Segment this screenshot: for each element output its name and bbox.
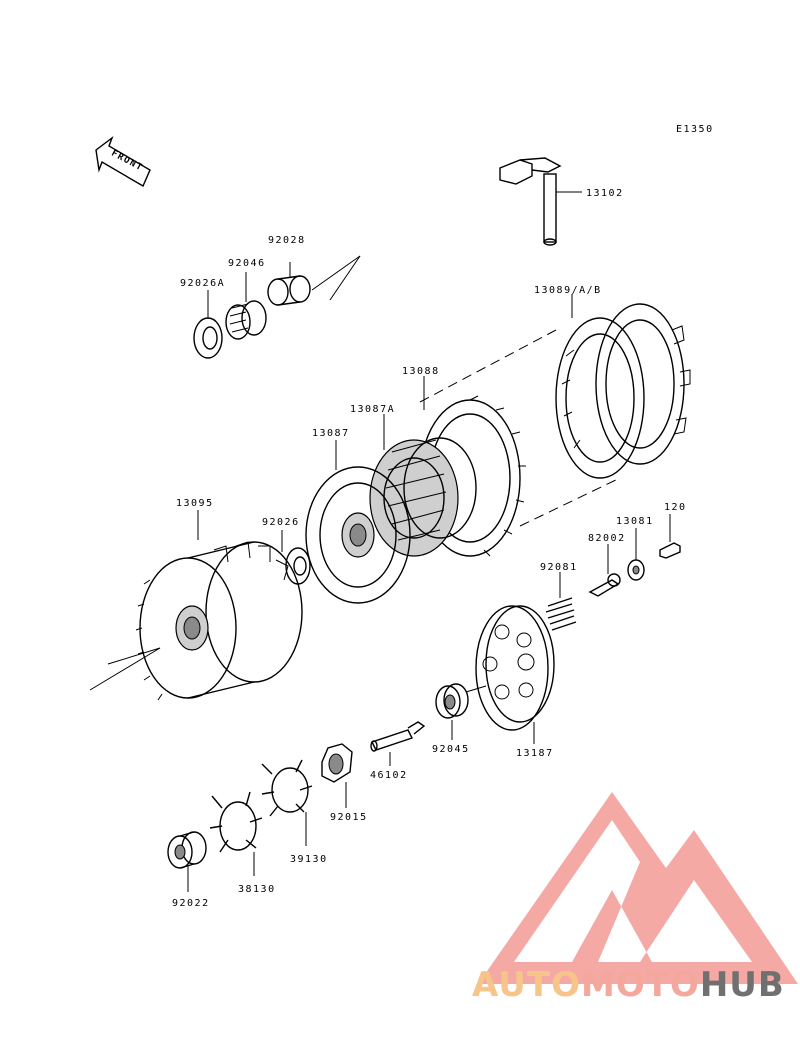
needle-bearing-2-part [167,831,207,892]
automotohub-logo [478,792,798,984]
watermark-hub: HUB [700,965,785,1005]
spring-bolt-part [588,544,621,597]
spring-washer-part [261,759,313,846]
label-13102: 13102 [586,188,624,199]
clutch-housing-part [89,510,303,701]
label-92081: 92081 [540,562,578,573]
label-13087A: 13087A [350,404,395,415]
lifter-plate-part [475,605,555,744]
label-13088: 13088 [402,366,440,377]
label-92046: 92046 [228,258,266,269]
label-13087: 13087 [312,428,350,439]
label-92028: 92028 [268,235,306,246]
label-82002: 82002 [588,533,626,544]
label-38130: 38130 [238,884,276,895]
label-120: 120 [664,502,687,513]
pressure-plate-part [305,440,411,604]
svg-text:AUTOMOTOHUB: AUTOMOTOHUB [472,965,785,1005]
clutch-plates-part [419,294,691,527]
bolt-part [659,514,681,559]
needle-bearing-part [225,272,267,340]
label-13081: 13081 [616,516,654,527]
clutch-hub-part [369,414,477,557]
ball-bearing-part [435,683,487,740]
label-13095: 13095 [176,498,214,509]
label-92022: 92022 [172,898,210,909]
front-arrow-icon: FRONT [95,136,151,188]
spring-plate-part [627,528,645,581]
push-rod-part [370,721,426,766]
label-46102: 46102 [370,770,408,781]
washer-part [193,290,223,359]
plate-washer-part [209,791,263,876]
watermark-moto: MOTO [581,965,700,1005]
release-shaft-part [499,157,582,246]
label-92026: 92026 [262,517,300,528]
watermark-auto: AUTO [472,965,581,1005]
label-92015: 92015 [330,812,368,823]
diagram-code: E1350 [676,124,714,135]
washer-2-part [281,530,311,585]
clutch-spring-part [545,572,577,631]
label-13187: 13187 [516,748,554,759]
label-13089: 13089/A/B [534,285,602,296]
label-92026A: 92026A [180,278,225,289]
sleeve-part [267,255,361,306]
nut-part [321,743,353,808]
label-92045: 92045 [432,744,470,755]
label-39130: 39130 [290,854,328,865]
